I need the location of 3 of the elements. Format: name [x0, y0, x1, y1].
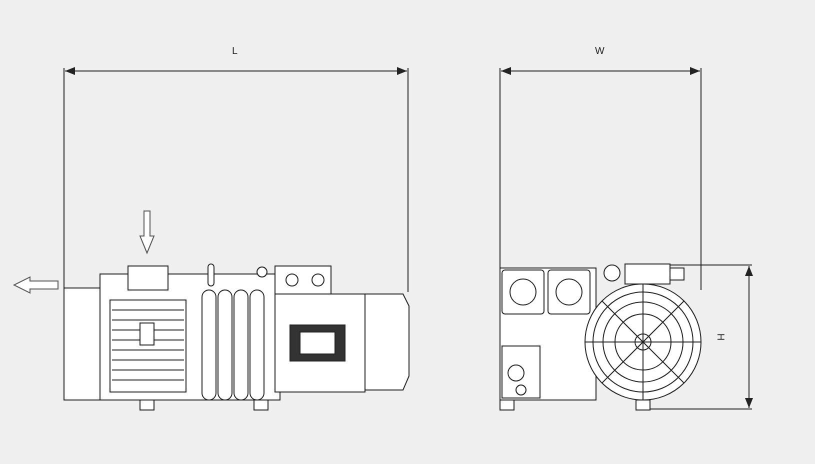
dimension-label: H	[714, 333, 726, 341]
dimension-label: L	[232, 46, 238, 58]
dimension-label: W	[595, 46, 604, 58]
